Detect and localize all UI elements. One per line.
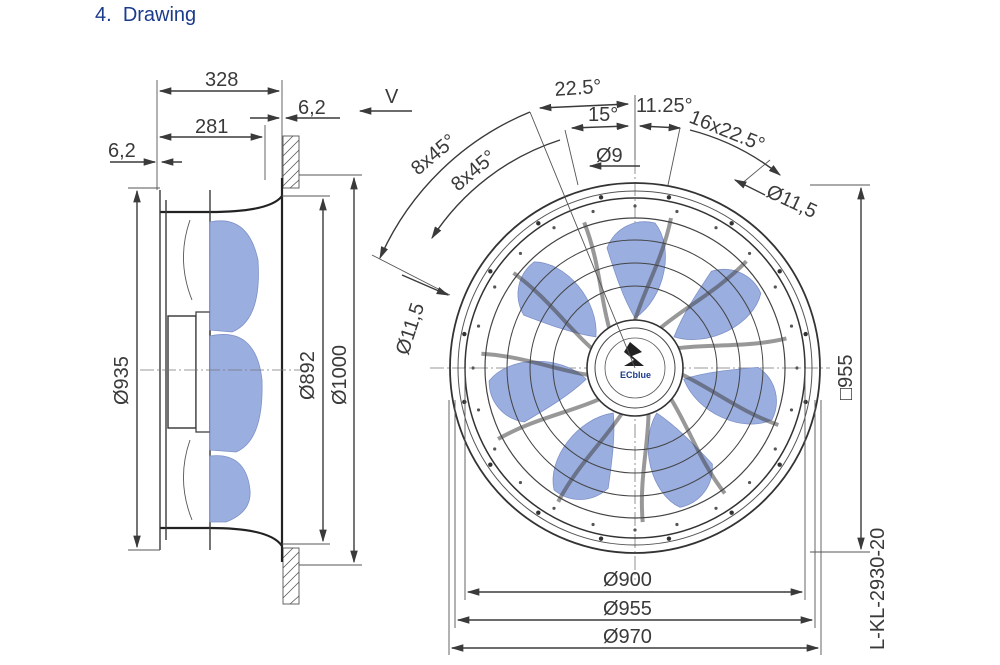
ring-hole bbox=[552, 506, 556, 510]
impeller-blade bbox=[647, 412, 713, 508]
impeller-blade bbox=[683, 366, 777, 425]
ring-hole bbox=[795, 366, 799, 370]
ring-hole bbox=[471, 366, 475, 370]
guard-spoke bbox=[659, 259, 748, 330]
ring-hole bbox=[714, 226, 718, 230]
dia-935-label: Ø935 bbox=[111, 356, 133, 405]
mounting-hole bbox=[488, 269, 493, 274]
ring-hole bbox=[476, 408, 481, 412]
ecblue-logo-icon bbox=[624, 342, 644, 366]
guard-spoke bbox=[556, 412, 624, 503]
mounting-hole bbox=[536, 221, 541, 226]
guard-spoke bbox=[669, 398, 727, 495]
ring-hole bbox=[552, 226, 556, 230]
dia-970-label: Ø970 bbox=[603, 626, 652, 648]
dia-11-5-right-label: Ø11,5 bbox=[763, 181, 820, 223]
mounting-hole bbox=[462, 331, 467, 337]
ring-hole bbox=[773, 447, 777, 451]
dia-11-5-left-label: Ø11,5 bbox=[392, 300, 429, 357]
ring-hole bbox=[591, 209, 595, 214]
section-title: Drawing bbox=[122, 4, 197, 26]
ring-hole bbox=[789, 324, 794, 328]
angle-15-label: 15° bbox=[588, 104, 618, 126]
front-view: ECblue 22.5° 15° 1 bbox=[371, 76, 889, 655]
mounting-hole bbox=[598, 195, 604, 200]
ring-hole bbox=[714, 506, 718, 510]
guard-spoke bbox=[678, 336, 787, 351]
mounting-hole bbox=[666, 195, 672, 200]
impeller-blade bbox=[606, 221, 666, 319]
ring-hole bbox=[747, 251, 752, 256]
mounting-hole bbox=[462, 399, 467, 405]
ring-hole bbox=[518, 480, 523, 485]
angle-8x45-outer-label: 8x45° bbox=[407, 130, 460, 180]
mounting-hole bbox=[729, 221, 734, 226]
ring-hole bbox=[747, 480, 752, 485]
mounting-hole bbox=[777, 462, 782, 467]
ring-hole bbox=[518, 251, 523, 256]
impeller-blade bbox=[488, 360, 587, 423]
mounting-holes bbox=[462, 195, 808, 541]
ring-hole bbox=[773, 285, 777, 289]
view-v-label: V bbox=[385, 86, 399, 108]
ring-hole bbox=[633, 204, 637, 208]
section-heading: 4. Drawing bbox=[95, 4, 196, 27]
ring-hole bbox=[493, 447, 497, 451]
angle-16x22-5-label: 16x22.5° bbox=[686, 106, 768, 156]
angle-22-5-label: 22.5° bbox=[554, 76, 602, 101]
dim-281-label: 281 bbox=[195, 116, 228, 138]
hub-logo-text: ECblue bbox=[620, 370, 651, 380]
guard-spoke bbox=[639, 414, 651, 523]
guard-spoke bbox=[497, 397, 600, 441]
guard-spokes bbox=[481, 217, 787, 523]
impeller-blade bbox=[673, 268, 762, 340]
guard-spoke bbox=[582, 221, 611, 329]
mounting-hole bbox=[777, 269, 782, 274]
guard-spoke bbox=[481, 351, 588, 377]
mounting-hole bbox=[729, 510, 734, 515]
mounting-hole bbox=[803, 331, 808, 337]
guard-spoke bbox=[512, 271, 593, 350]
square-955-label: □955 bbox=[835, 355, 857, 400]
side-view: 328 281 6,2 6,2 V bbox=[108, 69, 412, 605]
dia-892-label: Ø892 bbox=[297, 351, 319, 400]
section-number: 4. bbox=[95, 4, 112, 26]
guard-spoke bbox=[681, 373, 780, 427]
mounting-hole bbox=[488, 462, 493, 467]
ring-hole bbox=[675, 522, 679, 527]
ring-hole bbox=[493, 285, 497, 289]
drawing-number-label: L-KL-2930-20 bbox=[867, 528, 889, 650]
guard-spoke bbox=[633, 217, 673, 321]
ring-hole bbox=[675, 209, 679, 214]
dim-6-2-left-label: 6,2 bbox=[108, 140, 136, 162]
dia-9-label: Ø9 bbox=[596, 145, 623, 167]
angle-11-25-label: 11.25° bbox=[636, 95, 693, 117]
mounting-hole bbox=[598, 536, 604, 541]
ring-hole bbox=[633, 528, 637, 532]
mounting-hole bbox=[803, 399, 808, 405]
ring-hole bbox=[789, 408, 794, 412]
dia-1000-label: Ø1000 bbox=[329, 345, 351, 405]
mounting-hole bbox=[536, 510, 541, 515]
mounting-hole bbox=[666, 536, 672, 541]
ring-hole bbox=[476, 324, 481, 328]
dia-955-label: Ø955 bbox=[603, 598, 652, 620]
dim-6-2-right-label: 6,2 bbox=[298, 97, 326, 119]
dia-900-label: Ø900 bbox=[603, 569, 652, 591]
impeller-blade bbox=[552, 412, 615, 500]
ring-hole bbox=[591, 522, 595, 527]
dim-328-label: 328 bbox=[205, 69, 238, 91]
